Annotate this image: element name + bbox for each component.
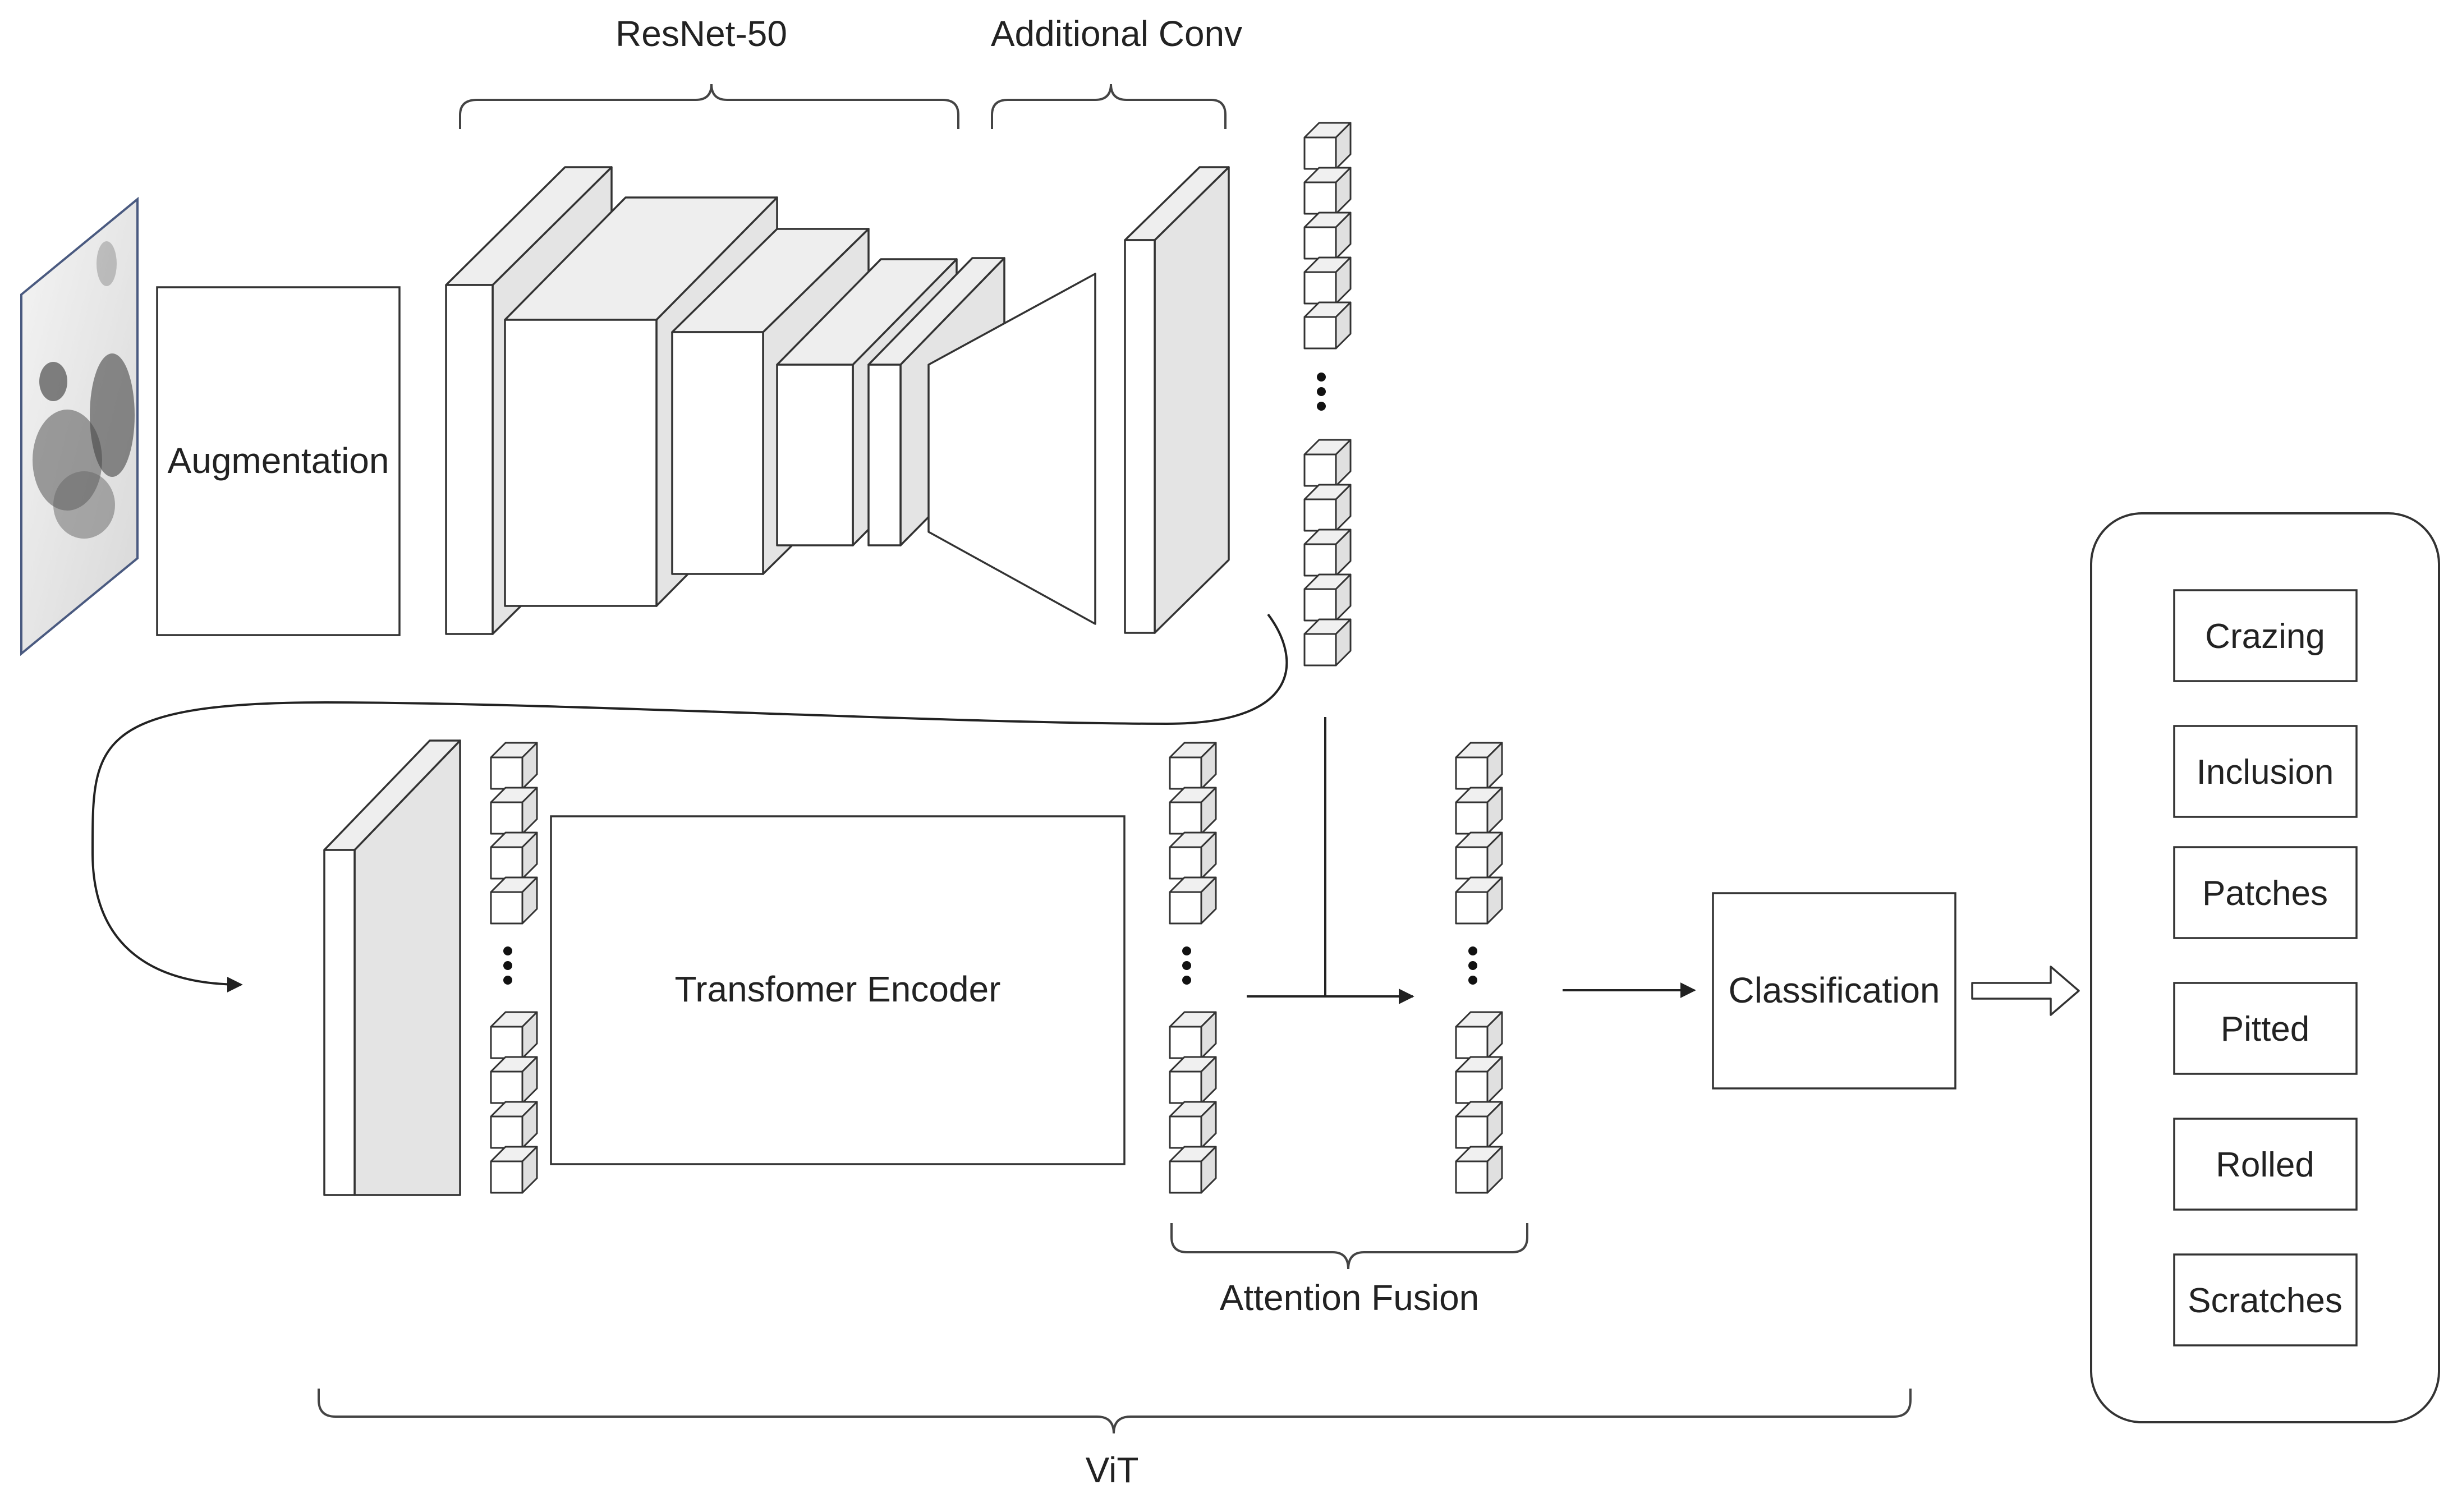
- token-cube: [490, 876, 538, 925]
- feature-flow-arrow: [91, 613, 1288, 992]
- additional-conv-label: Additional Conv: [991, 13, 1242, 54]
- ellipsis-dot: [1317, 373, 1326, 382]
- attention-fusion-label: Attention Fusion: [1220, 1277, 1480, 1318]
- token-cube: [1455, 1056, 1503, 1104]
- token-cube: [1303, 256, 1352, 305]
- class-item-pitted: Pitted: [2173, 982, 2358, 1075]
- token-cube: [490, 1056, 538, 1104]
- vit-brace: [318, 1389, 1912, 1434]
- class-label: Crazing: [2205, 617, 2325, 656]
- token-cube: [1455, 876, 1503, 925]
- token-cube: [1303, 484, 1352, 532]
- token-cube: [1303, 618, 1352, 667]
- class-box: [2173, 725, 2358, 818]
- token-cube: [1169, 831, 1217, 880]
- token-cube: [1303, 212, 1352, 260]
- token-cube: [1455, 831, 1503, 880]
- token-cube: [490, 742, 538, 790]
- ellipsis-dot: [1468, 976, 1477, 985]
- token-cube: [1169, 787, 1217, 835]
- class-label: Inclusion: [2197, 753, 2334, 792]
- class-box: [2173, 982, 2358, 1075]
- class-box: [2173, 589, 2358, 682]
- class-box: [2173, 1253, 2358, 1346]
- additional-conv-layer: [1124, 166, 1230, 634]
- ellipsis-dot: [503, 976, 512, 985]
- token-cube: [1455, 742, 1503, 790]
- vit-label: ViT: [1086, 1450, 1139, 1490]
- class-item-scratches: Scratches: [2173, 1253, 2358, 1346]
- classification-label: Classification: [1728, 970, 1940, 1010]
- class-label: Rolled: [2216, 1146, 2314, 1184]
- class-label: Patches: [2202, 874, 2328, 913]
- ellipsis-dot: [503, 961, 512, 970]
- class-label: Scratches: [2188, 1281, 2342, 1320]
- additional-conv-brace: [991, 84, 1227, 129]
- resnet-pool-trapezoid: [927, 273, 1096, 625]
- attention-fusion-brace: [1170, 1223, 1528, 1270]
- token-cube: [1455, 1011, 1503, 1059]
- token-cube: [490, 1101, 538, 1149]
- token-cube: [1455, 787, 1503, 835]
- transformer-encoder-label: Transfomer Encoder: [675, 969, 1001, 1009]
- ellipsis-dot: [1468, 946, 1477, 955]
- classification-box: [1712, 892, 1956, 1090]
- token-cube: [1455, 1101, 1503, 1149]
- ellipsis-dot: [1182, 961, 1191, 970]
- token-cube: [1303, 122, 1352, 170]
- transformer-encoder-box: [550, 815, 1126, 1165]
- token-cube: [1169, 742, 1217, 790]
- ellipsis-dot: [1182, 976, 1191, 985]
- class-item-inclusion: Inclusion: [2173, 725, 2358, 818]
- token-cube: [1303, 167, 1352, 215]
- token-cube: [1169, 1101, 1217, 1149]
- ellipsis-dot: [1182, 946, 1191, 955]
- ellipsis-dot: [503, 946, 512, 955]
- token-cube: [1169, 1056, 1217, 1104]
- resnet-label: ResNet-50: [616, 13, 787, 54]
- token-cube: [490, 1146, 538, 1194]
- token-cube: [1169, 1011, 1217, 1059]
- ellipsis-dot: [1468, 961, 1477, 970]
- token-cube: [1169, 1146, 1217, 1194]
- class-label: Pitted: [2221, 1010, 2310, 1049]
- class-list: CrazingInclusionPatchesPittedRolledScrat…: [2173, 589, 2358, 1346]
- token-cube: [1303, 573, 1352, 622]
- token-columns: [490, 122, 1503, 1194]
- class-box: [2173, 1118, 2358, 1211]
- resnet-brace: [459, 84, 959, 129]
- token-cube: [490, 831, 538, 880]
- class-item-crazing: Crazing: [2173, 589, 2358, 682]
- token-cube: [490, 787, 538, 835]
- token-cube: [1303, 439, 1352, 487]
- token-cube: [1455, 1146, 1503, 1194]
- augmentation-label: Augmentation: [168, 440, 389, 481]
- token-cube: [1303, 301, 1352, 350]
- ellipsis-dot: [1317, 402, 1326, 411]
- token-cube: [1303, 528, 1352, 577]
- ellipsis-dot: [1317, 387, 1326, 396]
- token-cube: [1169, 876, 1217, 925]
- augmentation-box: [156, 286, 401, 636]
- vit-embedding-layer: [323, 739, 461, 1196]
- class-box: [2173, 846, 2358, 939]
- input-image: [20, 196, 139, 656]
- token-cube: [490, 1011, 538, 1059]
- class-item-patches: Patches: [2173, 846, 2358, 939]
- class-item-rolled: Rolled: [2173, 1118, 2358, 1211]
- output-hollow-arrow: [1971, 966, 2080, 1016]
